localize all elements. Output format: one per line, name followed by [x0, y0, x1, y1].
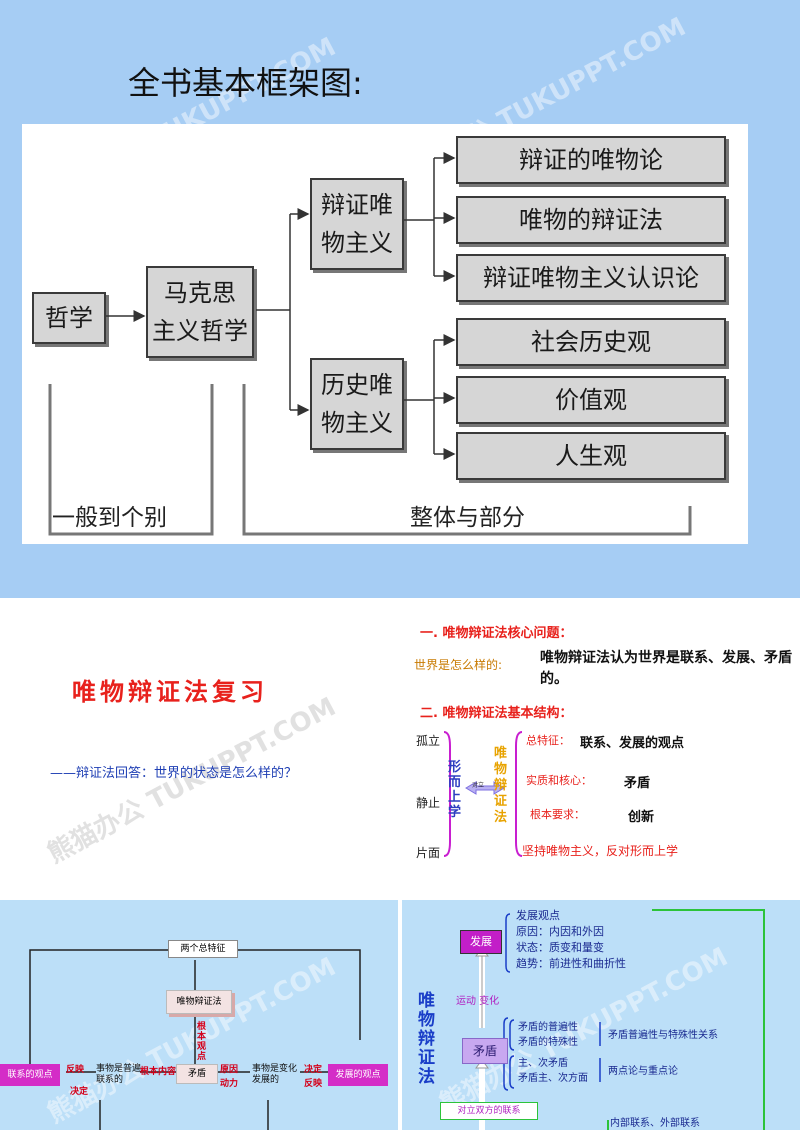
left-item: 静止 [416, 796, 441, 810]
changing-development-label: 事物是变化发展的 [252, 1064, 298, 1085]
right-diagram-lines [475, 909, 765, 1130]
left-diagram-lines [29, 949, 361, 1130]
two-features-box: 两个总特征 [168, 940, 238, 958]
box-dialectical-materialism: 辩证唯 物主义 [310, 178, 404, 270]
connector-lines [48, 152, 692, 536]
metaphysics-label: 形而上学 [448, 760, 462, 820]
box-dialectics: 唯物的辩证法 [456, 196, 726, 244]
cause-label: 原因 [220, 1065, 239, 1075]
row-label: 根本要求： [530, 808, 585, 821]
contradiction-item: 矛盾的特殊性 [518, 1037, 578, 1048]
opposition-label: 对立 [472, 782, 485, 789]
opposite-connection-box: 对立双方的联系 [440, 1102, 538, 1120]
fundamental-content-label: 根本内容 [140, 1067, 177, 1077]
development-item: 趋势：前进性和曲折性 [516, 957, 626, 970]
contradiction-item: 矛盾的普遍性 [518, 1022, 578, 1033]
slide-subtitle: ——辩证法回答：世界的状态是怎么样的？ [50, 766, 298, 781]
section-heading-2: 二. 唯物辩证法基本结构： [420, 706, 573, 721]
left-item: 孤立 [416, 734, 441, 748]
question-answer: 唯物辩证法认为世界是联系、发展、矛盾的。 [540, 650, 792, 687]
question-label: 世界是怎么样的: [414, 658, 503, 672]
slide-dialectics-map-left: 熊猫办公 TUKUPPT.COM 两个总特征 唯物辩证法 根本观点 联系的观点 … [0, 900, 398, 1130]
row-value: 创新 [628, 810, 655, 825]
development-item: 状态：质变和量变 [516, 941, 604, 954]
slide-title: 唯物辩证法复习 [72, 677, 268, 706]
box-materialism-theory: 辩证的唯物论 [456, 136, 726, 184]
development-view-box: 发展的观点 [328, 1064, 388, 1086]
contradiction-items-b: 主、次矛盾 矛盾主、次方面 [518, 1056, 588, 1086]
reflect2-label: 反映 [304, 1079, 323, 1089]
page-title: 全书基本框架图: [128, 64, 363, 102]
decide-label: 决定 [70, 1087, 89, 1097]
contradiction-box: 矛盾 [176, 1064, 218, 1084]
development-item: 原因：内因和外因 [516, 925, 604, 938]
row-label: 坚持唯物主义，反对形而上学 [522, 844, 679, 858]
box-values: 价值观 [456, 376, 726, 424]
section-heading-1: 一. 唯物辩证法核心问题： [420, 626, 573, 641]
inner-outer-label: 内部联系、外部联系 [610, 1118, 700, 1129]
dialectics-box: 唯物辩证法 [166, 990, 232, 1014]
left-item: 片面 [416, 846, 441, 860]
contradiction-item: 主、次矛盾 [518, 1058, 568, 1069]
slide-dialectics-review: 熊猫办公 TUKUPPT.COM 唯物辩证法复习 ——辩证法回答：世界的状态是怎… [0, 600, 800, 898]
contradiction-item: 矛盾主、次方面 [518, 1073, 588, 1084]
contradiction-box: 矛盾 [462, 1038, 508, 1064]
decide2-label: 决定 [304, 1065, 323, 1075]
reflect-label: 反映 [66, 1065, 85, 1075]
framework-diagram: 哲学 马克思 主义哲学 辩证唯 物主义 历史唯 物主义 辩证的唯物论 唯物的辩证… [22, 124, 748, 544]
connection-view-box: 联系的观点 [0, 1064, 60, 1086]
development-items: 发展观点 原因：内因和外因 状态：质变和量变 趋势：前进性和曲折性 [516, 908, 626, 972]
development-box: 发展 [460, 930, 502, 954]
box-philosophy: 哲学 [32, 292, 106, 344]
universal-connection-label: 事物是普遍联系的 [96, 1064, 142, 1085]
box-epistemology: 辩证唯物主义认识论 [456, 254, 726, 302]
contradiction-items-a: 矛盾的普遍性 矛盾的特殊性 [518, 1020, 578, 1050]
box-marxist-philosophy: 马克思 主义哲学 [146, 266, 254, 358]
motion-change-label: 运动 变化 [456, 996, 500, 1007]
development-item: 发展观点 [516, 909, 560, 922]
row-label: 实质和核心： [526, 774, 592, 787]
slide-framework: 熊猫办公 TUKUPPT.COM 熊猫办公 TUKUPPT.COM 全书基本框架… [0, 0, 800, 598]
box-social-history: 社会历史观 [456, 318, 726, 366]
row-value: 联系、发展的观点 [580, 736, 685, 751]
bracket-label-general: 一般到个别 [52, 505, 167, 531]
relation-a-label: 矛盾普遍性与特殊性关系 [608, 1030, 718, 1041]
fundamental-view-label: 根本观点 [197, 1022, 207, 1062]
bracket-label-whole: 整体与部分 [410, 505, 525, 531]
box-life-view: 人生观 [456, 432, 726, 480]
power-label: 动力 [220, 1079, 239, 1089]
dialectics-vertical-label: 唯物辩证法 [494, 746, 508, 825]
relation-b-label: 两点论与重点论 [608, 1066, 678, 1077]
vertical-title: 唯物辩证法 [418, 991, 435, 1087]
structure-brackets [443, 731, 523, 857]
slide-dialectics-map-right: 熊猫办公 TUKUPPT.COM 唯物辩证法 发展 发展观点 原因：内因和外因 … [402, 900, 800, 1130]
row-value: 矛盾 [624, 776, 651, 791]
box-historical-materialism: 历史唯 物主义 [310, 358, 404, 450]
row-label: 总特征： [526, 734, 570, 747]
